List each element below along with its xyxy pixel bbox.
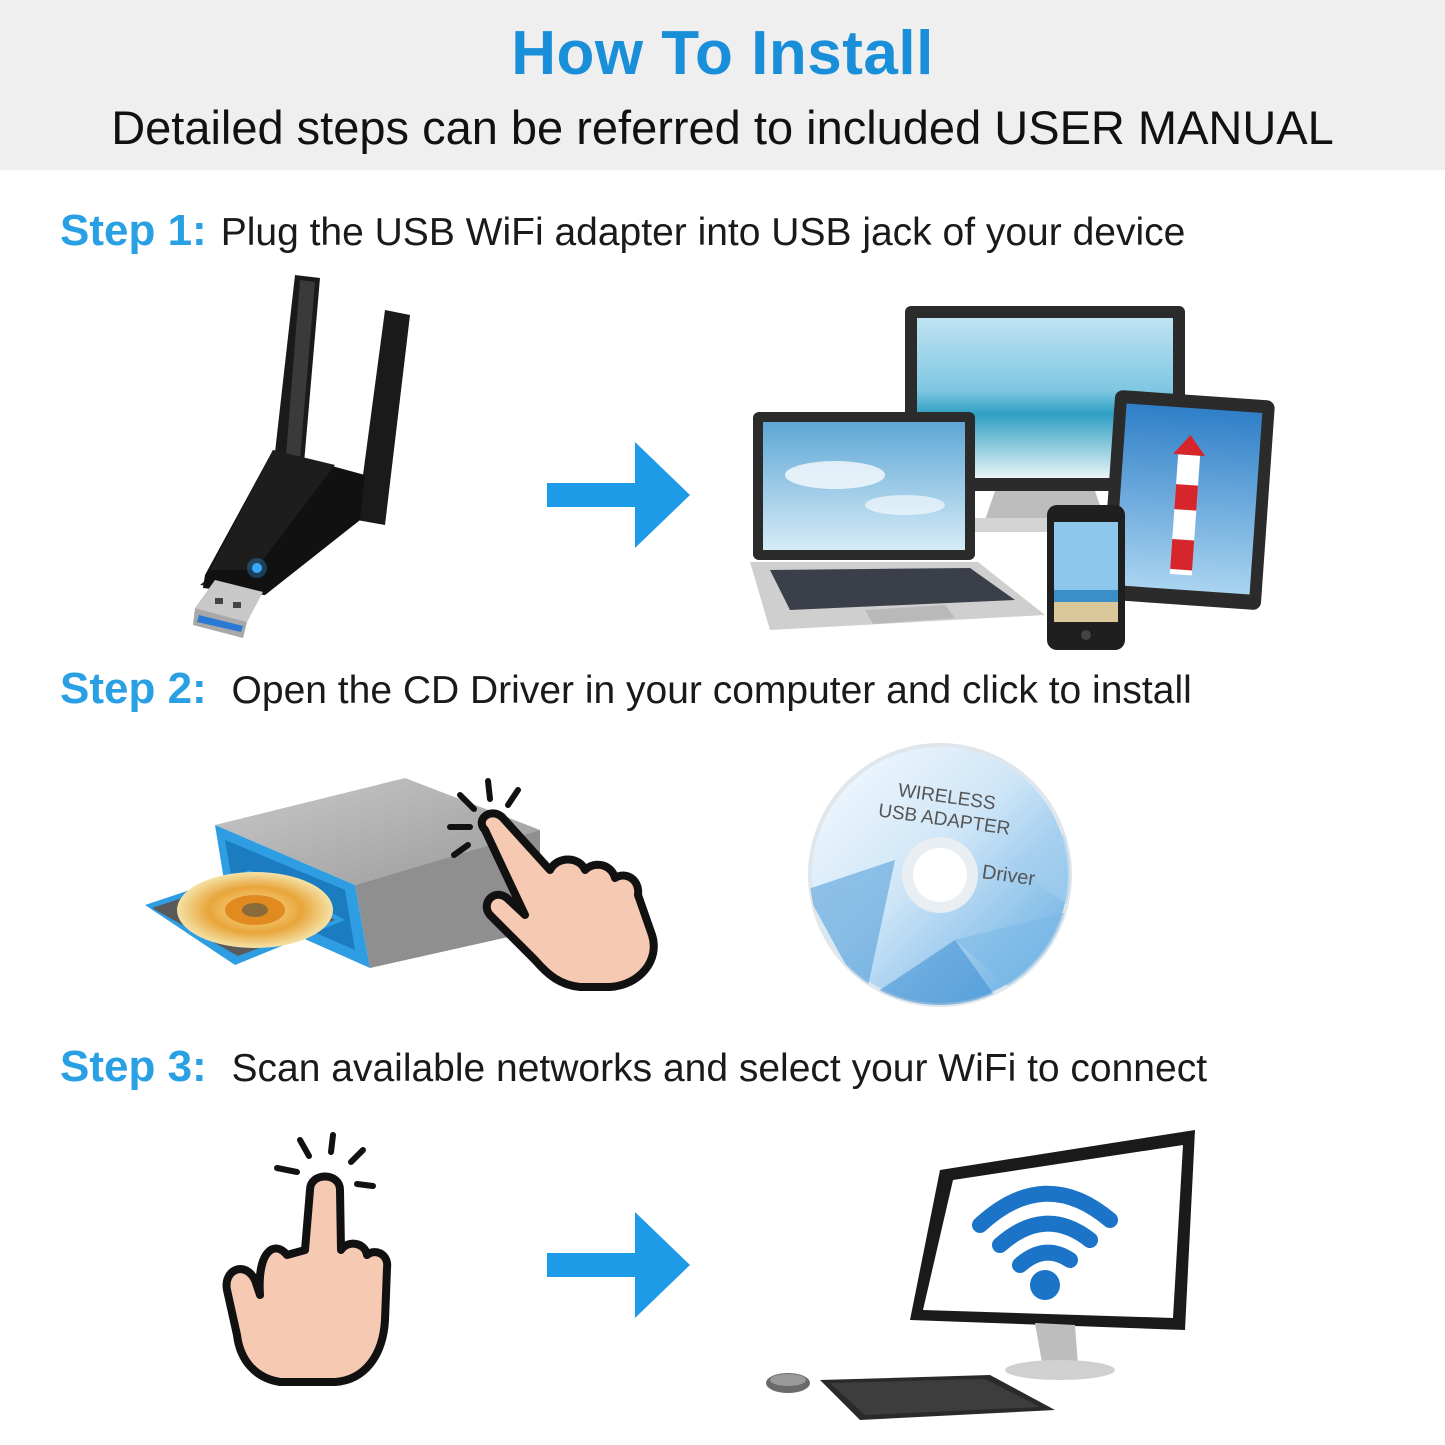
driver-disc-icon: WIRELESS USB ADAPTER Driver: [808, 743, 1072, 1007]
desktop-wifi-icon: [766, 1130, 1195, 1420]
tap-hand-icon: [222, 1132, 392, 1386]
step-1-text: Plug the USB WiFi adapter into USB jack …: [220, 211, 1186, 254]
usb-wifi-adapter-icon: [193, 275, 410, 638]
page-subtitle: Detailed steps can be referred to includ…: [111, 101, 1334, 154]
devices-icon: [750, 306, 1275, 650]
step-1-heading: Step 1: Plug the USB WiFi adapter into US…: [60, 206, 1185, 256]
step-2-label: Step 2:: [60, 664, 207, 713]
step-1-label: Step 1:: [60, 206, 207, 255]
step-2-text: Open the CD Driver in your computer and …: [231, 669, 1192, 712]
step-3-label: Step 3:: [60, 1042, 207, 1091]
cd-drive-icon: [145, 778, 540, 968]
header-banner: How To Install Detailed steps can be ref…: [0, 0, 1445, 170]
pointing-hand-icon: [447, 778, 658, 991]
page-title: How To Install: [511, 19, 934, 88]
arrow-right-icon: [547, 442, 690, 548]
step-3-heading: Step 3: Scan available networks and sele…: [60, 1042, 1207, 1092]
step-2-heading: Step 2: Open the CD Driver in your compu…: [60, 664, 1192, 714]
arrow-right-icon: [547, 1212, 690, 1318]
step-3-text: Scan available networks and select your …: [231, 1047, 1208, 1090]
